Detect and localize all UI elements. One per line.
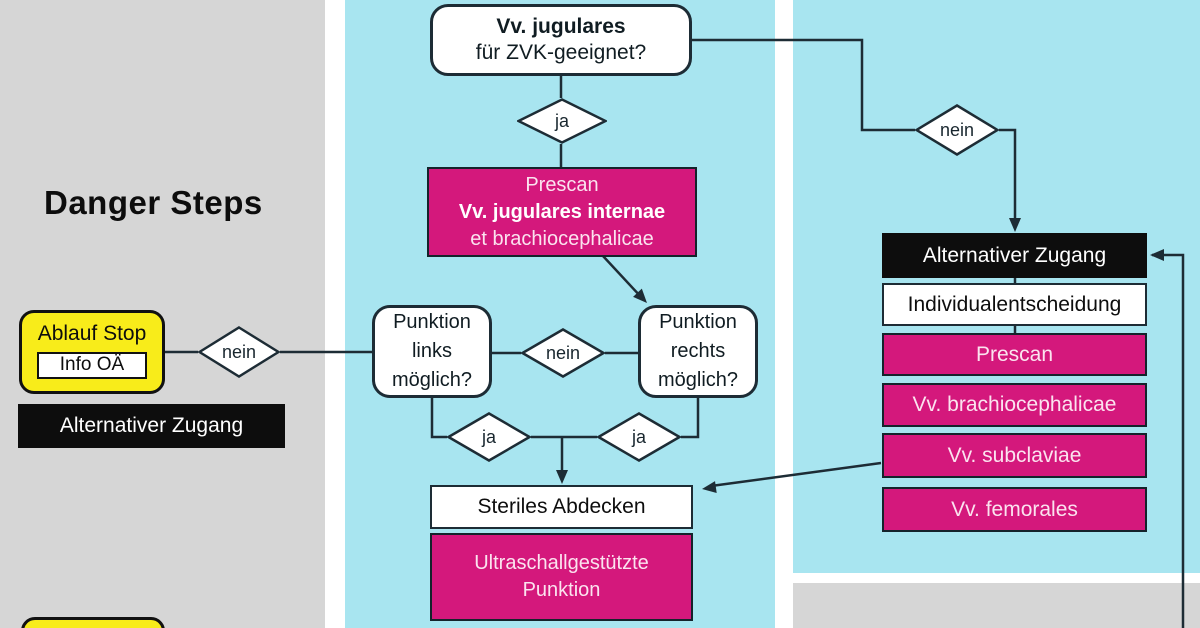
- info-oa-box: Info OÄ: [37, 352, 147, 380]
- prescan-option-label: Prescan: [975, 342, 1054, 366]
- steriles-abdecken-node: Steriles Abdecken: [430, 485, 693, 529]
- prescan-line3: et brachiocephalicae: [470, 227, 654, 250]
- vv-jugulares-question-node: Vv. jugulares für ZVK-geeignet?: [430, 4, 692, 76]
- prescan-node: Prescan Vv. jugulares internae et brachi…: [427, 167, 697, 257]
- info-oa-label: Info OÄ: [59, 354, 125, 376]
- ja-decision-links: ja: [447, 412, 531, 462]
- punktion-links-line1: Punktion: [393, 311, 471, 333]
- vv-subclaviae-label: Vv. subclaviae: [947, 443, 1082, 467]
- prescan-line1: Prescan: [525, 173, 599, 196]
- diamond-shape: [198, 326, 280, 378]
- vv-brachiocephalicae-label: Vv. brachiocephalicae: [912, 393, 1117, 417]
- diamond-shape: [517, 98, 607, 144]
- prescan-line2: Vv. jugulares internae: [458, 200, 666, 223]
- alternativer-zugang-node-right: Alternativer Zugang: [882, 233, 1147, 278]
- vv-femorales-node: Vv. femorales: [882, 487, 1147, 532]
- ablauf-stop-node: Ablauf Stop Info OÄ: [19, 310, 165, 394]
- ja-label-links: ja: [481, 426, 496, 447]
- nein-label-right: nein: [939, 119, 975, 140]
- punktion-rechts-line2: rechts: [670, 340, 726, 362]
- diamond-shape: [447, 412, 531, 462]
- ja-label-rechts: ja: [631, 426, 646, 447]
- nein-decision-left: nein: [198, 326, 280, 378]
- individualentscheidung-label: Individualentscheidung: [907, 292, 1122, 316]
- punktion-rechts-question-node: Punktion rechts möglich?: [638, 305, 758, 398]
- vv-femorales-label: Vv. femorales: [951, 497, 1078, 521]
- punktion-links-question-node: Punktion links möglich?: [372, 305, 492, 398]
- diamond-shape: [597, 412, 681, 462]
- ultraschall-punktion-node: Ultraschallgestützte Punktion: [430, 533, 693, 621]
- ja-decision-rechts: ja: [597, 412, 681, 462]
- prescan-option-node: Prescan: [882, 333, 1147, 376]
- ultraschall-line1: Ultraschallgestützte: [474, 552, 649, 574]
- alternativer-zugang-label-left: Alternativer Zugang: [59, 414, 244, 438]
- punktion-rechts-line1: Punktion: [659, 311, 737, 333]
- nein-decision-middle: nein: [521, 328, 605, 378]
- alternativer-zugang-label-right: Alternativer Zugang: [922, 243, 1107, 267]
- danger-steps-heading: Danger Steps: [44, 184, 263, 221]
- individualentscheidung-node: Individualentscheidung: [882, 283, 1147, 326]
- nein-label-middle: nein: [545, 342, 581, 363]
- steriles-abdecken-label: Steriles Abdecken: [477, 495, 646, 519]
- vv-subclaviae-node: Vv. subclaviae: [882, 433, 1147, 478]
- right-bottom-gray-panel: [793, 583, 1200, 628]
- alternativer-zugang-node-left: Alternativer Zugang: [18, 404, 285, 448]
- nein-decision-right: nein: [915, 104, 999, 156]
- ablauf-stop-node-partial: [21, 617, 165, 628]
- punktion-links-line2: links: [411, 340, 452, 362]
- nein-label-left: nein: [221, 341, 257, 362]
- ultraschall-line2: Punktion: [522, 579, 601, 601]
- punktion-links-line3: möglich?: [391, 369, 473, 391]
- vv-brachiocephalicae-node: Vv. brachiocephalicae: [882, 383, 1147, 427]
- ja-decision-top: ja: [517, 98, 607, 144]
- diamond-shape: [521, 328, 605, 378]
- ablauf-stop-label: Ablauf Stop: [37, 322, 147, 345]
- vv-jugulares-line1: Vv. jugulares: [496, 15, 626, 38]
- ja-label-top: ja: [554, 110, 569, 131]
- punktion-rechts-line3: möglich?: [657, 369, 739, 391]
- diamond-shape: [915, 104, 999, 156]
- vv-jugulares-line2: für ZVK-geeignet?: [475, 41, 647, 64]
